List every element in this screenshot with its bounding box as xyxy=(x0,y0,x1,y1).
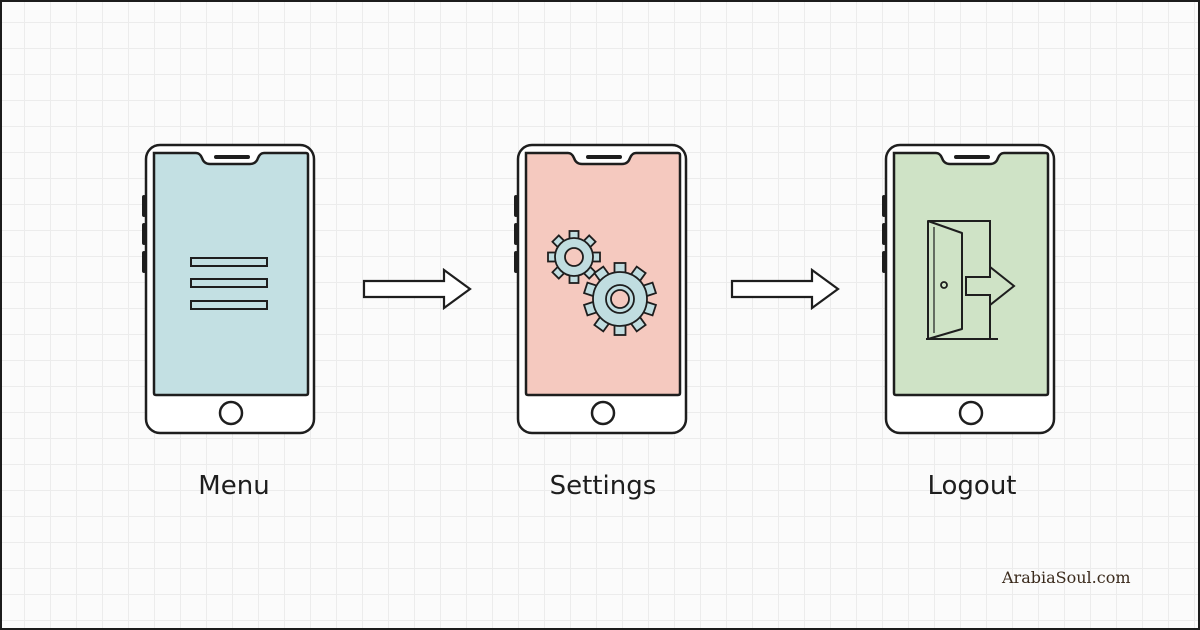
step-label-settings: Settings xyxy=(549,471,657,501)
watermark: ArabiaSoul.com xyxy=(1002,568,1131,587)
door-exit-icon xyxy=(926,220,1016,340)
arrow-right-icon xyxy=(362,267,474,311)
step-label-logout: Logout xyxy=(927,471,1017,501)
hamburger-menu-icon xyxy=(190,257,268,310)
step-label-menu: Menu xyxy=(198,471,270,501)
phone-menu xyxy=(142,143,318,435)
phone-settings xyxy=(514,143,690,435)
phone-logout xyxy=(882,143,1058,435)
gears-icon xyxy=(547,230,658,336)
arrow-right-icon xyxy=(730,267,842,311)
